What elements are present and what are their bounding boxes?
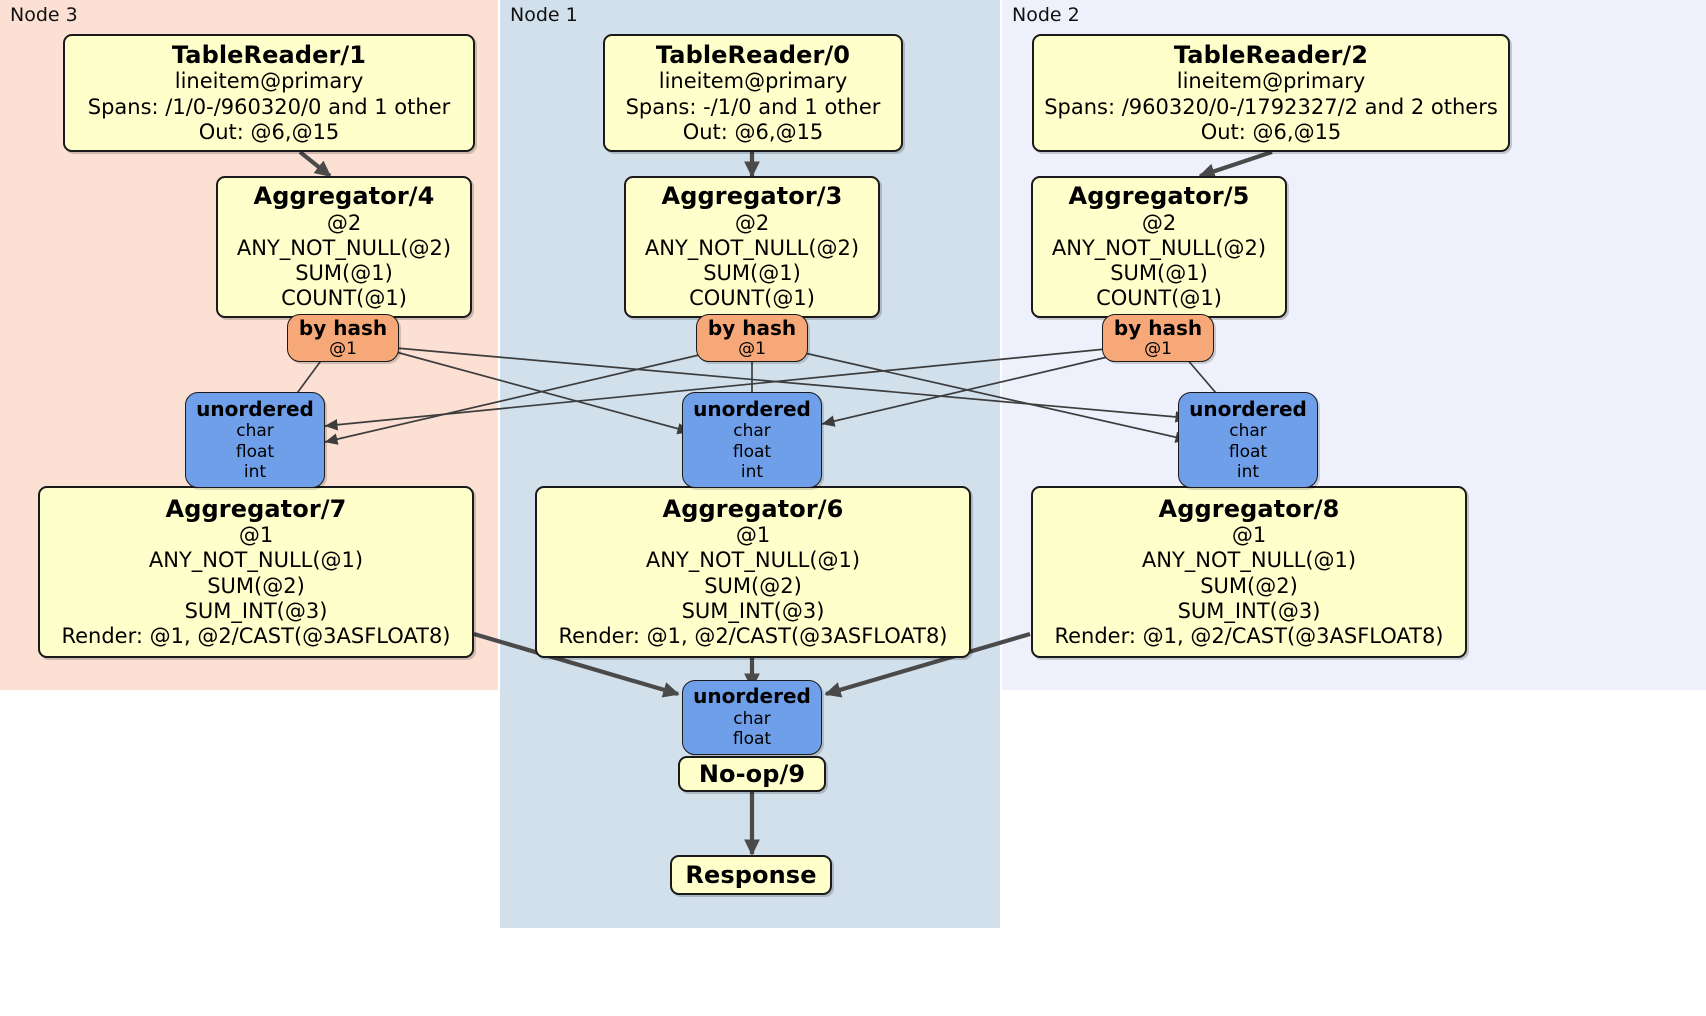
processor-title: TableReader/2 [1173, 41, 1369, 70]
router-by-hash-right[interactable]: by hash @1 [1102, 314, 1214, 362]
node-panel-label: Node 1 [510, 4, 578, 26]
processor-line: COUNT(@1) [1096, 286, 1222, 311]
processor-line: @1 [238, 523, 274, 548]
node-panel-label: Node 2 [1012, 4, 1080, 26]
router-unordered-right[interactable]: unordered char float int [1178, 392, 1318, 488]
processor-line: Spans: /1/0-/960320/0 and 1 other [87, 94, 451, 119]
processor-title: Aggregator/4 [253, 182, 435, 211]
router-line: char [236, 421, 274, 442]
processor-line: @1 [1231, 523, 1267, 548]
processor-line: SUM(@2) [1200, 573, 1298, 598]
processor-aggregator-4[interactable]: Aggregator/4 @2 ANY_NOT_NULL(@2) SUM(@1)… [216, 176, 472, 318]
router-title: unordered [1189, 396, 1307, 421]
router-line: char [733, 708, 771, 729]
router-line: float [235, 441, 275, 462]
processor-line: SUM_INT(@3) [184, 598, 328, 623]
router-title: unordered [196, 396, 314, 421]
processor-line: Render: @1, @2/CAST(@3ASFLOAT8) [61, 623, 451, 648]
processor-line: SUM_INT(@3) [681, 598, 825, 623]
processor-line: ANY_NOT_NULL(@1) [148, 548, 364, 573]
router-line: char [1229, 421, 1267, 442]
router-by-hash-mid[interactable]: by hash @1 [696, 314, 808, 362]
router-title: by hash [707, 315, 797, 340]
processor-line: SUM(@2) [704, 573, 802, 598]
processor-response[interactable]: Response [670, 855, 832, 895]
processor-noop-9[interactable]: No-op/9 [678, 756, 826, 792]
processor-line: ANY_NOT_NULL(@2) [236, 235, 452, 260]
processor-line: SUM(@1) [295, 261, 393, 286]
processor-title: Response [685, 860, 817, 889]
router-line: float [732, 729, 772, 750]
router-line: int [243, 461, 267, 482]
router-unordered-mid[interactable]: unordered char float int [682, 392, 822, 488]
processor-title: TableReader/0 [655, 41, 851, 70]
node-panel-label: Node 3 [10, 4, 78, 26]
processor-line: Spans: -/1/0 and 1 other [625, 94, 881, 119]
router-line: float [1228, 441, 1268, 462]
processor-line: Out: @6,@15 [198, 119, 340, 144]
router-line: @1 [329, 338, 357, 359]
processor-line: SUM(@1) [1110, 261, 1208, 286]
processor-title: Aggregator/8 [1158, 494, 1340, 523]
processor-line: SUM_INT(@3) [1177, 598, 1321, 623]
processor-line: Render: @1, @2/CAST(@3ASFLOAT8) [1054, 623, 1444, 648]
processor-line: Out: @6,@15 [1200, 119, 1342, 144]
processor-title: TableReader/1 [171, 41, 367, 70]
router-title: unordered [693, 684, 811, 709]
processor-title: Aggregator/3 [661, 182, 843, 211]
processor-line: ANY_NOT_NULL(@1) [1141, 548, 1357, 573]
processor-line: SUM(@2) [207, 573, 305, 598]
processor-line: lineitem@primary [1176, 69, 1366, 94]
processor-title: Aggregator/7 [165, 494, 347, 523]
router-line: int [1236, 461, 1260, 482]
router-line: int [740, 461, 764, 482]
processor-title: Aggregator/6 [662, 494, 844, 523]
processor-aggregator-6[interactable]: Aggregator/6 @1 ANY_NOT_NULL(@1) SUM(@2)… [535, 486, 971, 658]
router-line: @1 [1144, 338, 1172, 359]
processor-line: Render: @1, @2/CAST(@3ASFLOAT8) [558, 623, 948, 648]
processor-title: Aggregator/5 [1068, 182, 1250, 211]
processor-tablereader-2[interactable]: TableReader/2 lineitem@primary Spans: /9… [1032, 34, 1510, 152]
processor-line: ANY_NOT_NULL(@2) [1051, 235, 1267, 260]
processor-title: No-op/9 [698, 759, 806, 788]
processor-line: @2 [1141, 210, 1177, 235]
router-by-hash-left[interactable]: by hash @1 [287, 314, 399, 362]
router-line: float [732, 441, 772, 462]
router-line: char [733, 421, 771, 442]
processor-line: @2 [734, 210, 770, 235]
processor-aggregator-3[interactable]: Aggregator/3 @2 ANY_NOT_NULL(@2) SUM(@1)… [624, 176, 880, 318]
router-unordered-left[interactable]: unordered char float int [185, 392, 325, 488]
processor-line: lineitem@primary [658, 69, 848, 94]
processor-aggregator-7[interactable]: Aggregator/7 @1 ANY_NOT_NULL(@1) SUM(@2)… [38, 486, 474, 658]
processor-line: Out: @6,@15 [682, 119, 824, 144]
processor-line: COUNT(@1) [689, 286, 815, 311]
router-line: @1 [738, 338, 766, 359]
processor-line: ANY_NOT_NULL(@2) [644, 235, 860, 260]
processor-line: @1 [735, 523, 771, 548]
processor-line: ANY_NOT_NULL(@1) [645, 548, 861, 573]
processor-line: COUNT(@1) [281, 286, 407, 311]
processor-aggregator-5[interactable]: Aggregator/5 @2 ANY_NOT_NULL(@2) SUM(@1)… [1031, 176, 1287, 318]
processor-line: Spans: /960320/0-/1792327/2 and 2 others [1044, 94, 1498, 119]
processor-line: @2 [326, 210, 362, 235]
processor-aggregator-8[interactable]: Aggregator/8 @1 ANY_NOT_NULL(@1) SUM(@2)… [1031, 486, 1467, 658]
router-title: unordered [693, 396, 811, 421]
router-unordered-final[interactable]: unordered char float [682, 680, 822, 755]
processor-tablereader-1[interactable]: TableReader/1 lineitem@primary Spans: /1… [63, 34, 475, 152]
processor-tablereader-0[interactable]: TableReader/0 lineitem@primary Spans: -/… [603, 34, 903, 152]
router-title: by hash [1113, 315, 1203, 340]
router-title: by hash [298, 315, 388, 340]
processor-line: lineitem@primary [174, 69, 364, 94]
processor-line: SUM(@1) [703, 261, 801, 286]
